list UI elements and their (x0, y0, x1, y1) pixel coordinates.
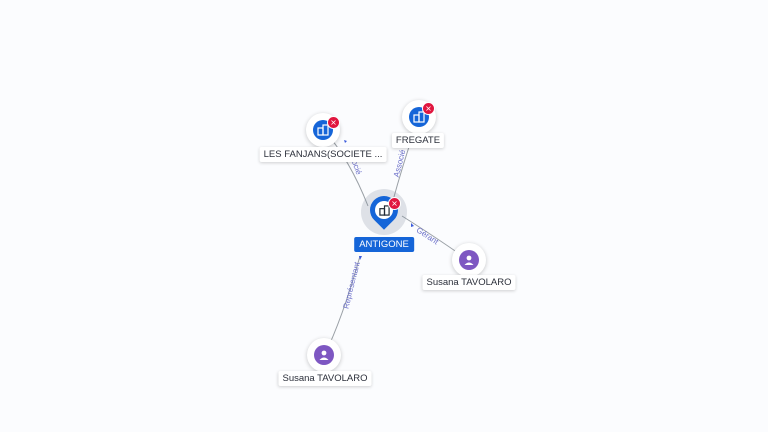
arrow-fanjans (344, 140, 347, 143)
node-label-main: ANTIGONE (354, 237, 414, 252)
node-label: FREGATE (391, 133, 445, 148)
person-icon (314, 345, 334, 365)
edge-label-fregate: Associé (392, 148, 408, 178)
arrow-tavolaro-right (411, 223, 414, 227)
node-label: Susana TAVOLARO (278, 371, 372, 386)
person-icon (459, 250, 479, 270)
edge-label-tavolaro-bottom: Représentant (341, 260, 362, 310)
node-label: Susana TAVOLARO (422, 275, 516, 290)
building-icon (375, 201, 393, 219)
close-icon[interactable]: × (422, 102, 435, 115)
map-pin (364, 190, 404, 230)
arrow-tavolaro-bottom (359, 256, 362, 260)
node-label: LES FANJANS(SOCIETE ... (259, 147, 387, 162)
edge-label-tavolaro-right: Gérant (415, 225, 441, 246)
close-icon[interactable]: × (388, 197, 401, 210)
close-icon[interactable]: × (327, 116, 340, 129)
